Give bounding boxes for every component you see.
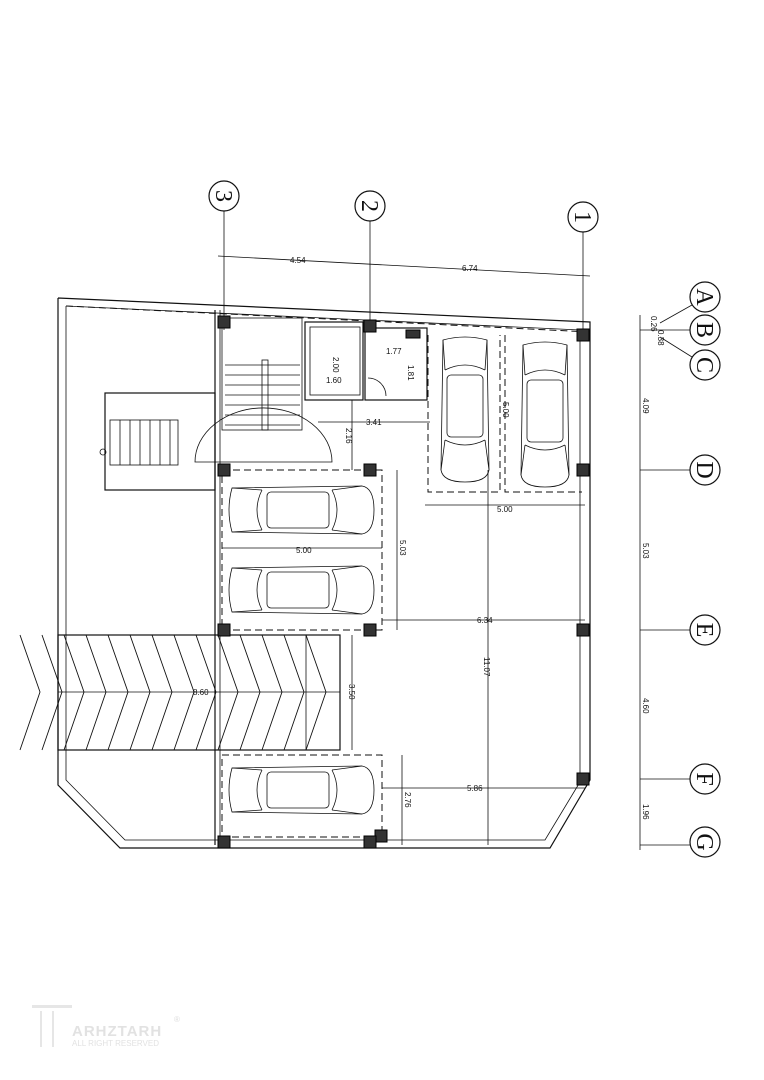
ramp-hatch xyxy=(217,634,239,751)
building-outline xyxy=(57,297,591,849)
dim-3-50: 3.50 xyxy=(347,684,356,700)
dim-6-74: 6.74 xyxy=(462,264,478,273)
grid-axis-2: 2 xyxy=(354,190,386,330)
dim-1-81: 1.81 xyxy=(406,365,415,381)
structural-column xyxy=(576,463,590,477)
structural-column xyxy=(217,835,231,849)
stairwell xyxy=(194,317,333,463)
ramp-hatch xyxy=(261,634,283,751)
row-e: E xyxy=(691,623,717,638)
dim-2-00: 2.00 xyxy=(331,357,340,373)
structural-column xyxy=(217,623,231,637)
structural-column xyxy=(363,463,377,477)
parking-left: 5.00 5.03 xyxy=(221,469,407,631)
parking-right: 5.00 5.00 xyxy=(425,335,585,514)
car-icon xyxy=(228,485,375,535)
dim-4-54: 4.54 xyxy=(290,256,306,265)
svg-text:0.38: 0.38 xyxy=(656,330,665,346)
cars xyxy=(228,336,570,815)
structural-column xyxy=(363,623,377,637)
dim-6-34: 6.34 xyxy=(477,616,493,625)
svg-text:4.60: 4.60 xyxy=(641,698,650,714)
service-room: 1.77 1.81 xyxy=(364,327,428,401)
logo-registered: ® xyxy=(174,1015,180,1024)
svg-text:1: 1 xyxy=(569,211,595,223)
car-icon xyxy=(228,765,375,815)
grid-rows: A B C D E F G xyxy=(640,281,721,858)
structural-column xyxy=(576,623,590,637)
ramp-hatch xyxy=(239,634,261,751)
row-f: F xyxy=(691,772,717,785)
ramp-hatch xyxy=(19,634,41,751)
structural-column xyxy=(363,319,377,333)
svg-text:3: 3 xyxy=(210,190,236,202)
row-b: B xyxy=(691,322,717,338)
logo-pillar-icon xyxy=(32,1005,72,1048)
svg-text:0.26: 0.26 xyxy=(649,316,658,332)
grid-axis-3: 3 xyxy=(208,180,240,330)
elevator: 2.00 1.60 xyxy=(304,321,364,401)
structural-column xyxy=(217,315,231,329)
top-dimension-line xyxy=(217,255,591,277)
dim-5-00-right-depth: 5.00 xyxy=(501,402,510,418)
ramp-hatch xyxy=(195,634,217,751)
structural-column xyxy=(217,463,231,477)
row-d: D xyxy=(691,461,717,478)
dim-1-77: 1.77 xyxy=(386,347,402,356)
dim-3-41: 3.41 xyxy=(366,418,382,427)
svg-text:2: 2 xyxy=(356,200,382,212)
structural-column xyxy=(363,835,377,849)
parking-bottom: 2.76 5.86 xyxy=(221,754,585,845)
svg-text:1.96: 1.96 xyxy=(641,804,650,820)
car-icon xyxy=(440,336,490,483)
svg-text:5.03: 5.03 xyxy=(641,543,650,559)
columns xyxy=(217,315,590,849)
ramp-hatch xyxy=(151,634,173,751)
ramp-hatch xyxy=(283,634,305,751)
ramp-hatch xyxy=(173,634,195,751)
dim-5-00-left: 5.00 xyxy=(296,546,312,555)
dim-5-86: 5.86 xyxy=(467,784,483,793)
ramp-hatch xyxy=(41,634,63,751)
dim-5-03-left: 5.03 xyxy=(398,540,407,556)
car-icon xyxy=(520,341,570,488)
dim-8-60: 8.60 xyxy=(193,688,209,697)
dim-2-16: 2.16 xyxy=(344,428,353,444)
dim-2-76: 2.76 xyxy=(403,792,412,808)
svg-text:4.09: 4.09 xyxy=(641,398,650,414)
car-icon xyxy=(228,565,375,615)
logo-sub: ALL RIGHT RESERVED xyxy=(72,1039,159,1048)
grid-axis-1: 1 xyxy=(567,201,599,335)
ramp-hatch xyxy=(305,634,327,751)
row-g: G xyxy=(691,833,717,850)
structural-column xyxy=(576,328,590,342)
structural-column xyxy=(576,772,590,786)
ramp-hatch xyxy=(107,634,129,751)
dim-5-00-right-width: 5.00 xyxy=(497,505,513,514)
row-a: A xyxy=(691,288,717,306)
ramp: 3.50 8.60 xyxy=(19,634,356,751)
right-dimensions: 0.26 0.38 4.09 5.03 4.60 1.96 xyxy=(641,316,665,820)
logo-name: ARHZTARH xyxy=(72,1023,163,1040)
ramp-hatch xyxy=(63,634,85,751)
dim-11-07: 11.07 xyxy=(482,657,491,677)
entrance-stair xyxy=(99,392,216,491)
row-c: C xyxy=(691,357,717,373)
ramp-hatch xyxy=(85,634,107,751)
dim-1-60: 1.60 xyxy=(326,376,342,385)
ramp-hatch xyxy=(129,634,151,751)
